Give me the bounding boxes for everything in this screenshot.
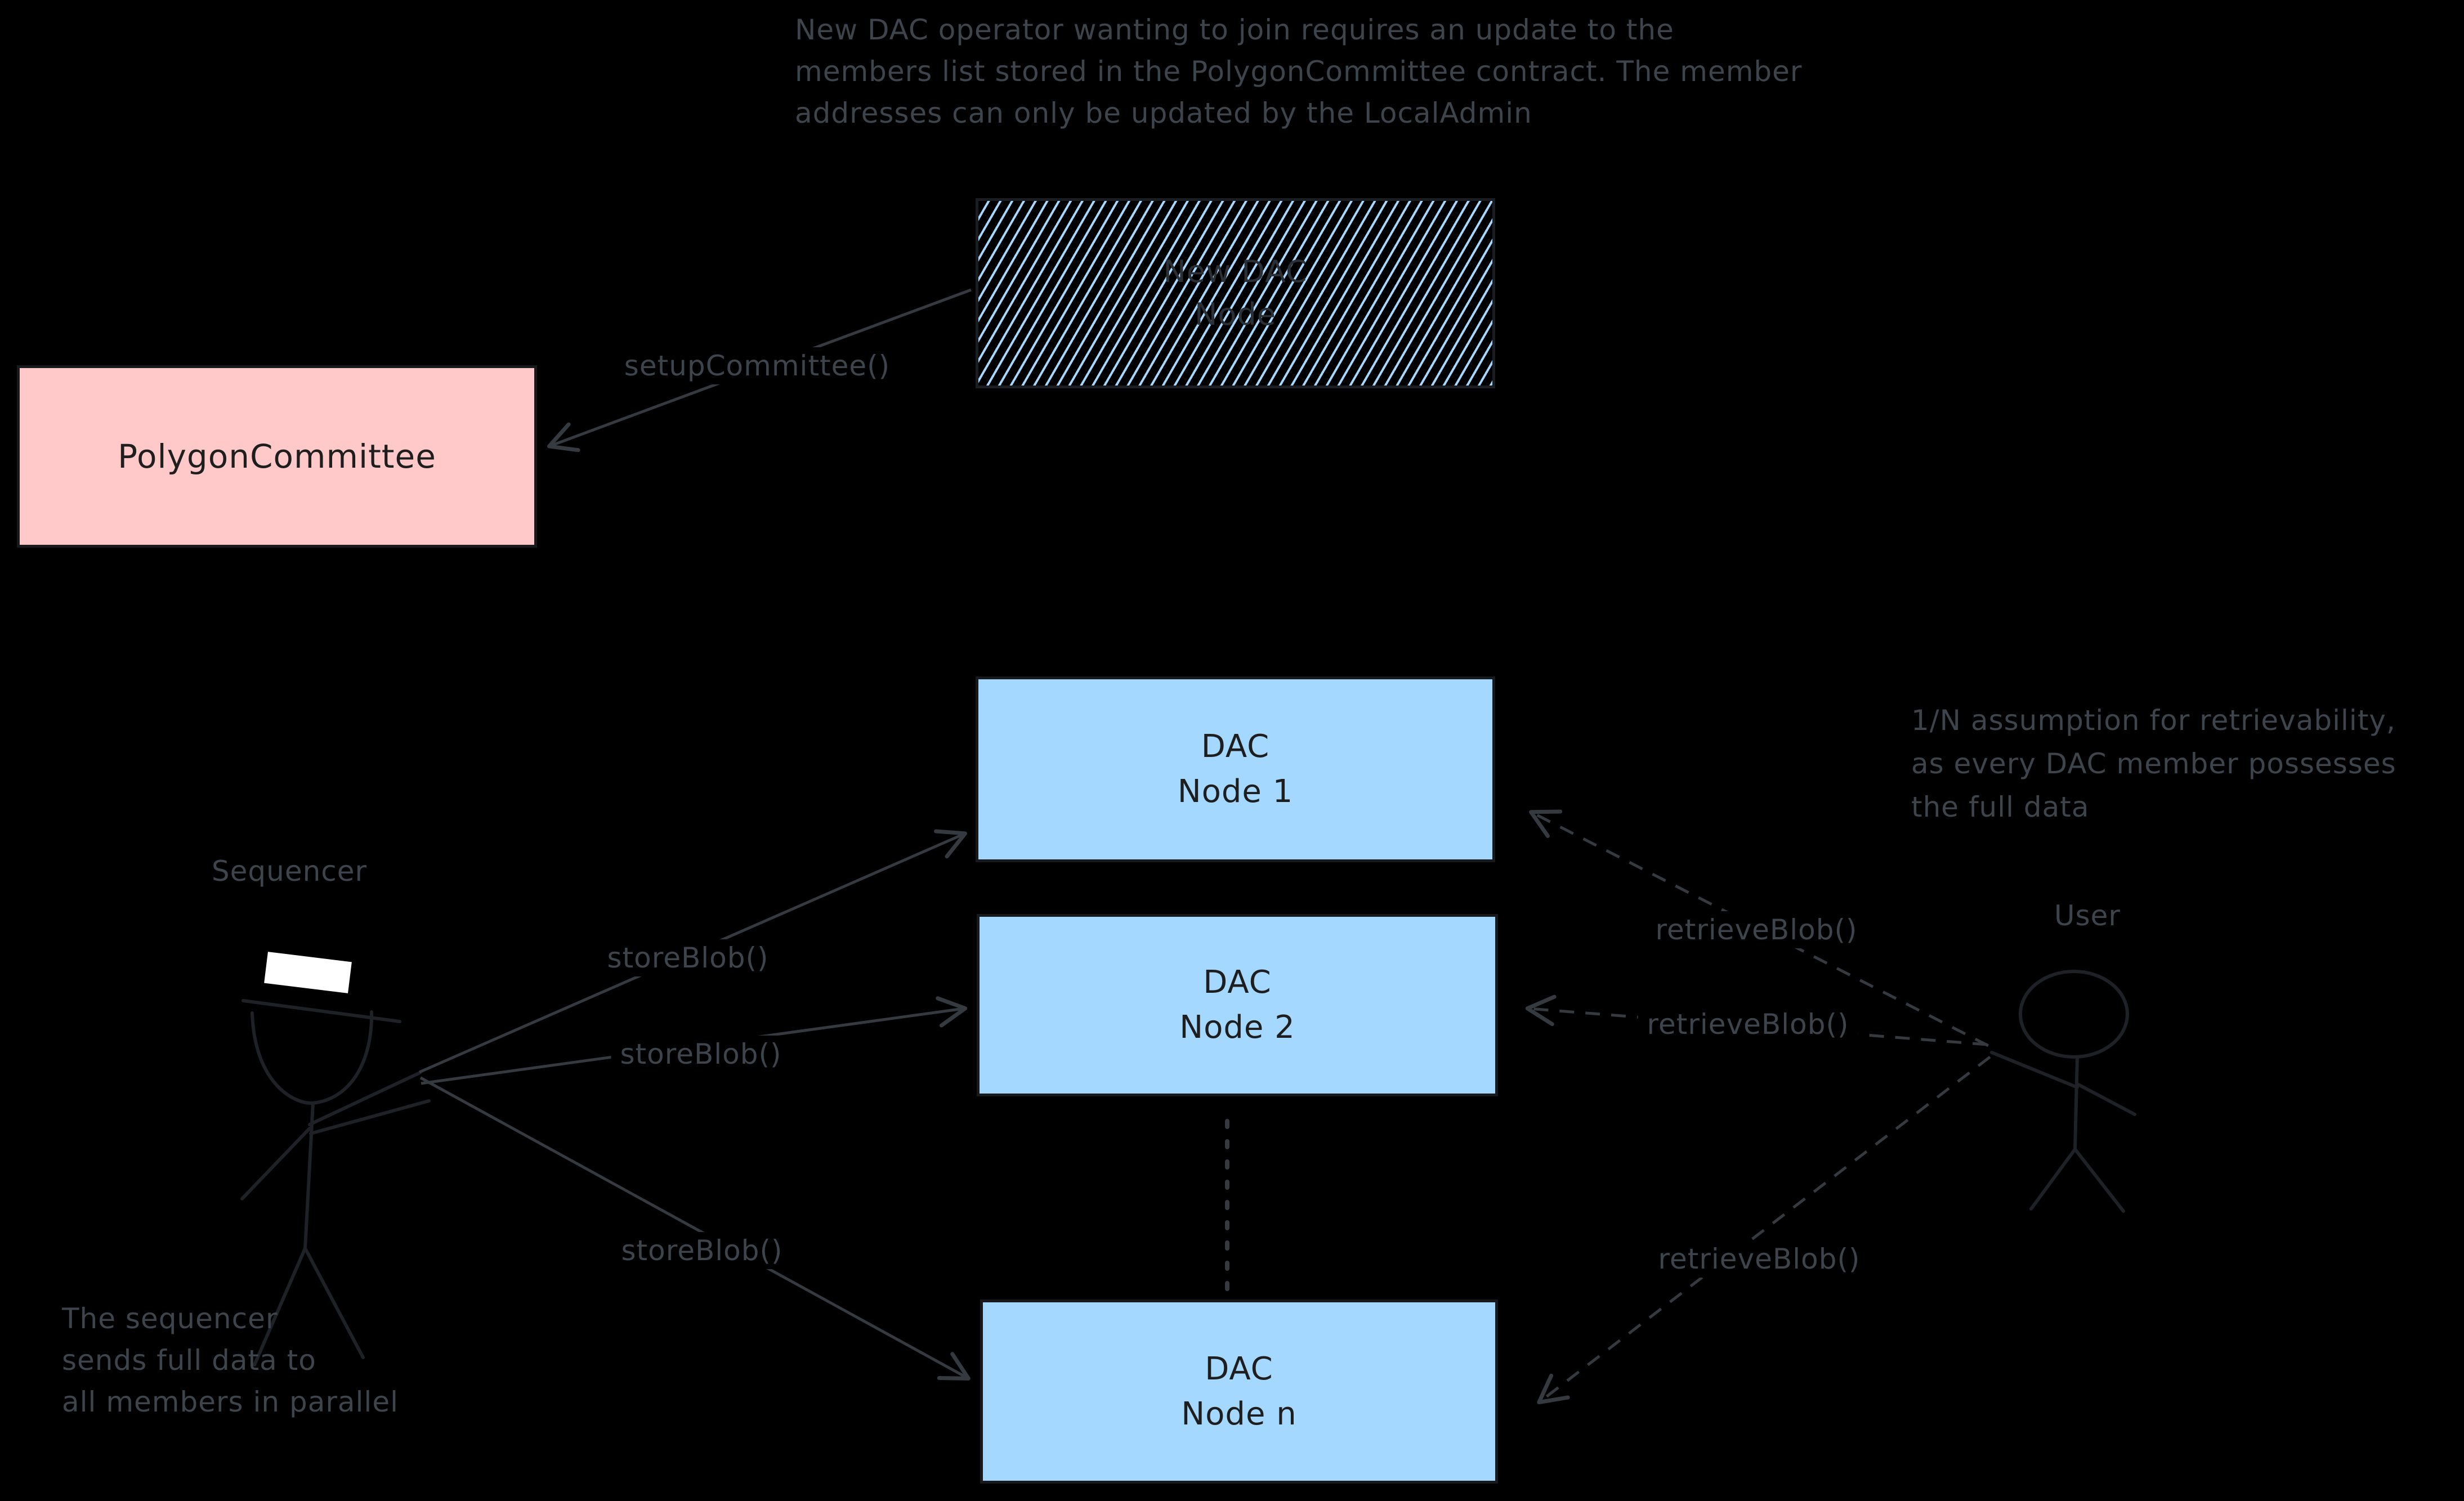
dac-node-n-label: DAC	[1205, 1350, 1273, 1387]
note-line: sends full data to	[62, 1344, 316, 1377]
dac-node-1-label: DAC	[1201, 728, 1270, 765]
retrieve-blob-arrow-1	[1529, 809, 1989, 1047]
dac-node-n-label: Node n	[1181, 1395, 1297, 1432]
note-line: as every DAC member possesses	[1911, 747, 2396, 780]
dac-node-2-label: Node 2	[1179, 1009, 1295, 1046]
note-line: New DAC operator wanting to join require…	[795, 14, 1674, 46]
store-blob-edge-label-2: storeBlob()	[611, 1036, 791, 1073]
sequencer-figure-icon	[240, 999, 431, 1366]
note-sequencer-parallel: The sequencer sends full data to all mem…	[62, 1298, 399, 1423]
note-line: the full data	[1911, 791, 2090, 823]
new-dac-node-label: New DAC	[1163, 254, 1308, 289]
note-line: all members in parallel	[62, 1386, 399, 1418]
retrieve-blob-arrow-3	[1537, 1056, 1991, 1405]
note-new-dac-operator: New DAC operator wanting to join require…	[795, 9, 1803, 134]
retrieve-blob-edge-label-1: retrieveBlob()	[1646, 911, 1867, 948]
note-line: addresses can only be updated by the Loc…	[795, 97, 1532, 129]
dac-node-n-box: DAC Node n	[980, 1300, 1498, 1484]
store-blob-edge-label-1: storeBlob()	[598, 939, 778, 976]
sequencer-label: Sequencer	[211, 855, 368, 888]
new-dac-node-label: Node	[1195, 297, 1276, 332]
user-figure-icon	[1990, 970, 2136, 1213]
polygon-committee-label: PolygonCommittee	[118, 437, 436, 476]
store-blob-arrow-3	[419, 1076, 971, 1381]
sequencer-hat-icon	[264, 952, 352, 993]
dac-node-1-box: DAC Node 1	[976, 676, 1495, 862]
note-line: members list stored in the PolygonCommit…	[795, 55, 1803, 88]
retrieve-blob-edge-label-3: retrieveBlob()	[1649, 1240, 1870, 1278]
note-line: 1/N assumption for retrievability,	[1911, 704, 2396, 737]
retrieve-blob-edge-label-2: retrieveBlob()	[1638, 1006, 1858, 1043]
setup-committee-edge-label: setupCommittee()	[615, 347, 900, 384]
dac-node-1-label: Node 1	[1177, 773, 1294, 810]
dac-node-2-box: DAC Node 2	[977, 914, 1498, 1096]
user-label: User	[2054, 899, 2121, 932]
store-blob-edge-label-3: storeBlob()	[612, 1232, 792, 1269]
dac-node-2-label: DAC	[1203, 964, 1272, 1001]
new-dac-node-box: New DAC Node	[976, 198, 1495, 388]
note-line: The sequencer	[62, 1302, 278, 1335]
note-retrievability: 1/N assumption for retrievability, as ev…	[1911, 699, 2396, 829]
polygon-committee-box: PolygonCommittee	[17, 365, 537, 548]
